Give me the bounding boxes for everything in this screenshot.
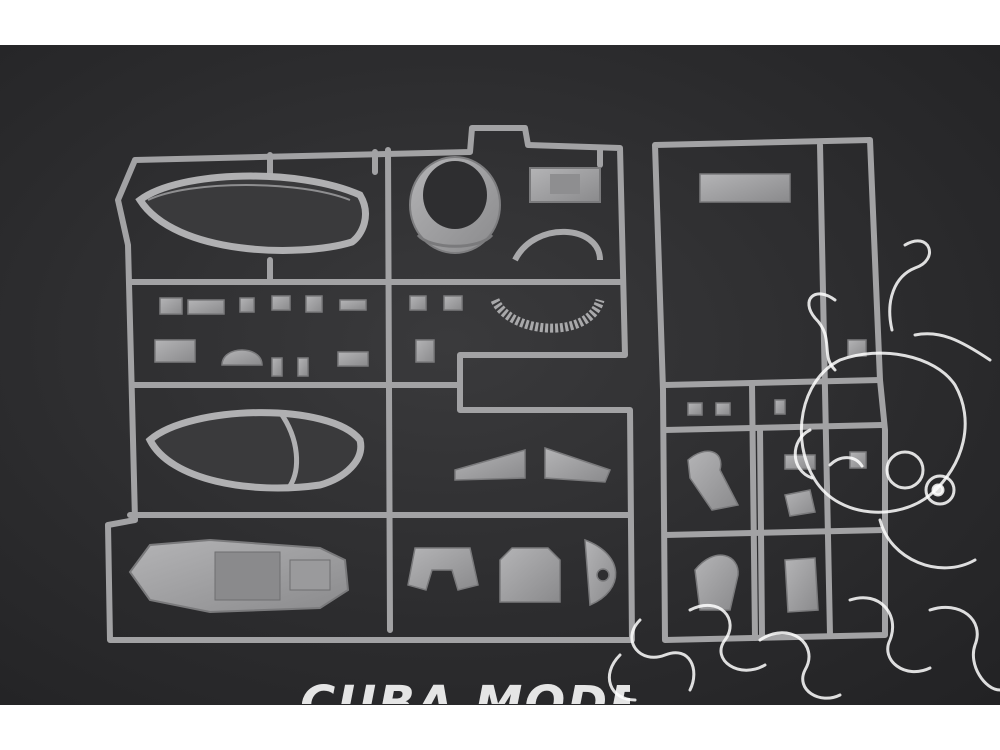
right-sprue bbox=[652, 137, 888, 643]
watermark-text: CUBA MODEL bbox=[300, 676, 630, 704]
intake-part bbox=[409, 156, 501, 254]
box-part bbox=[529, 167, 601, 203]
ring-parts bbox=[490, 228, 605, 333]
right-sprue-parts bbox=[687, 173, 867, 613]
small-parts-row-2 bbox=[154, 339, 435, 377]
fuselage-part bbox=[128, 538, 350, 614]
canopy-part-lower bbox=[145, 409, 365, 492]
small-parts-row-1 bbox=[159, 295, 463, 315]
canopy-part-upper bbox=[135, 172, 369, 254]
seat-parts bbox=[407, 538, 617, 607]
wing-parts bbox=[454, 446, 612, 483]
mascot-watermark-icon bbox=[607, 239, 1000, 702]
left-sprue bbox=[105, 125, 635, 643]
